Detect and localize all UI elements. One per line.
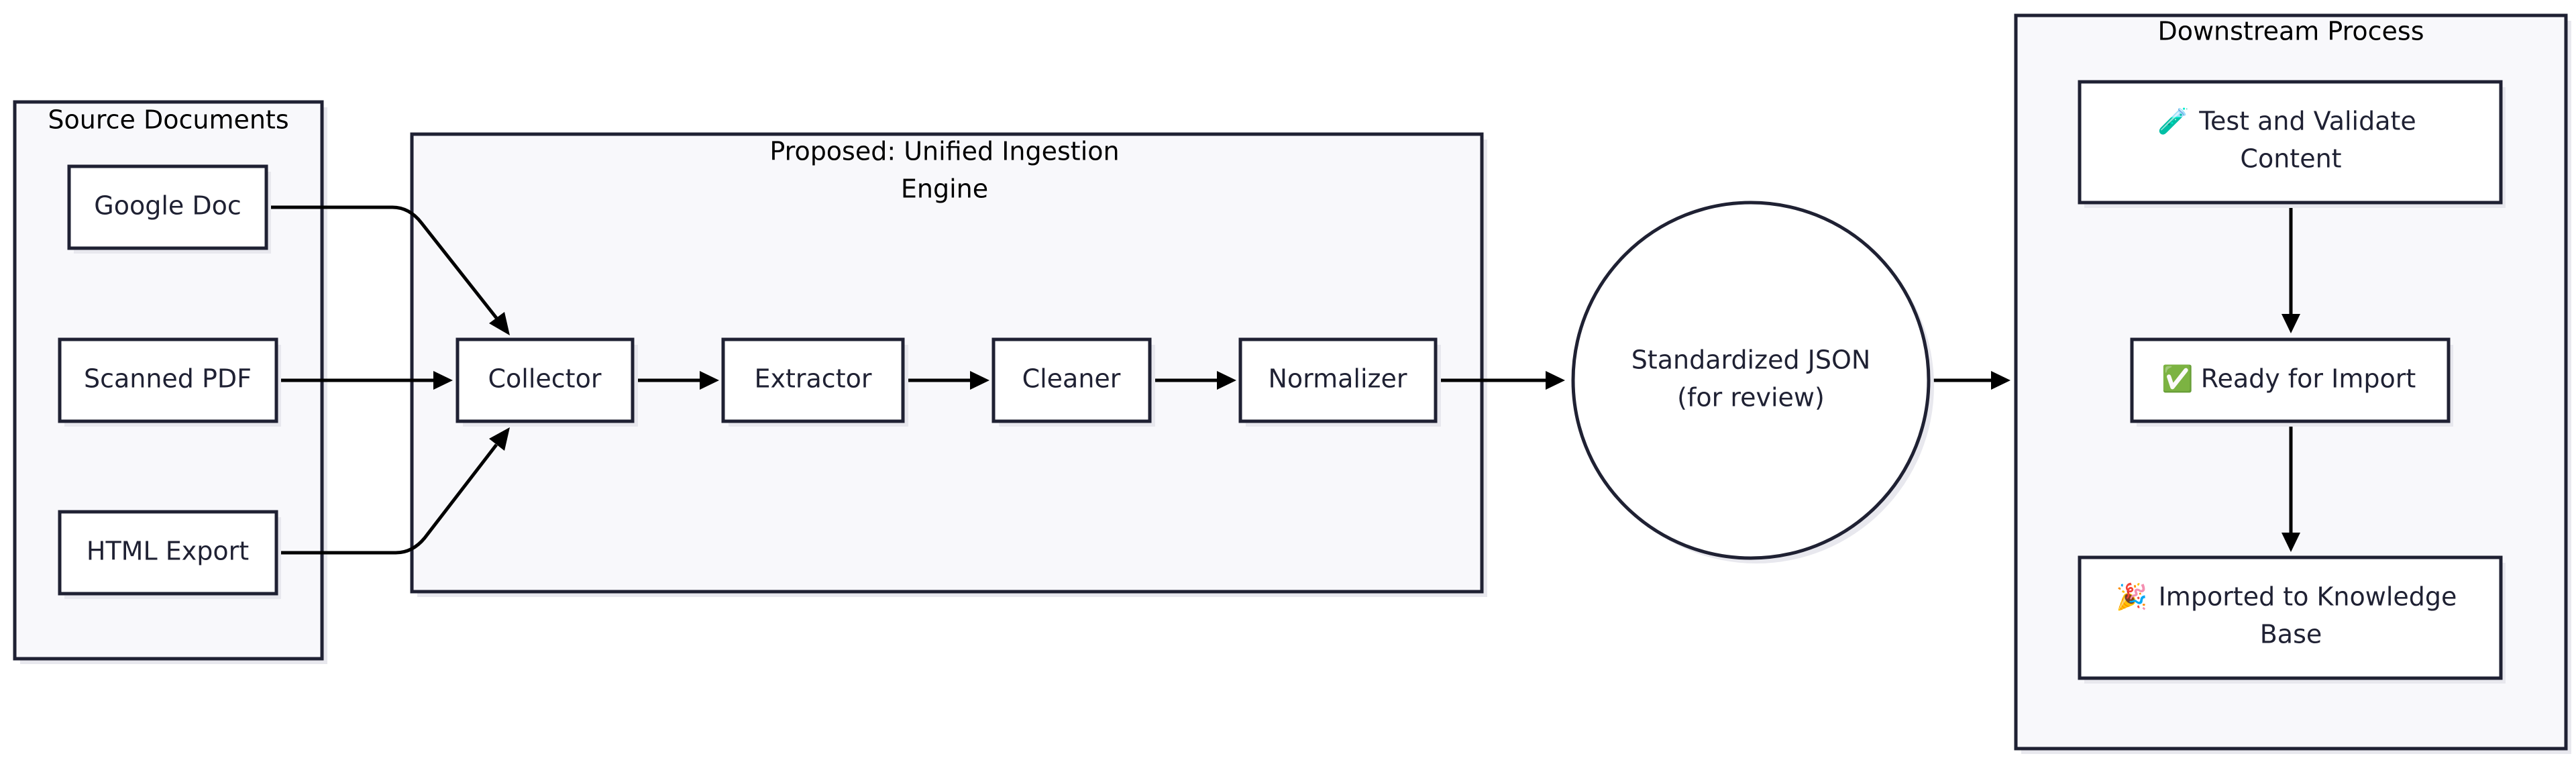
node-test-and-validate[interactable]: 🧪 Test and Validate Content bbox=[2078, 80, 2506, 208]
node-label: Cleaner bbox=[1022, 364, 1121, 394]
cluster-title-line2: Engine bbox=[901, 174, 988, 204]
party-popper-icon: 🎉 bbox=[2116, 582, 2147, 612]
node-box bbox=[721, 337, 905, 423]
node-scanned-pdf[interactable]: Scanned PDF bbox=[58, 337, 281, 427]
node-label-line2: (for review) bbox=[1677, 383, 1825, 413]
node-collector[interactable]: Collector bbox=[455, 337, 638, 427]
node-label: Normalizer bbox=[1269, 364, 1407, 394]
node-box bbox=[455, 337, 635, 423]
arrowhead bbox=[700, 371, 719, 390]
arrowhead bbox=[2282, 314, 2300, 333]
node-label: Scanned PDF bbox=[84, 364, 252, 394]
node-box bbox=[58, 337, 278, 423]
node-cleaner[interactable]: Cleaner bbox=[991, 337, 1155, 427]
test-tube-icon: 🧪 bbox=[2157, 107, 2189, 136]
node-imported-to-knowledge-base[interactable]: 🎉 Imported to Knowledge Base bbox=[2078, 555, 2506, 684]
node-google-doc[interactable]: Google Doc bbox=[67, 164, 271, 254]
edges bbox=[266, 203, 2300, 555]
node-standardized-json[interactable]: Standardized JSON (for review) bbox=[1571, 201, 1934, 563]
node-box bbox=[1238, 337, 1438, 423]
node-box bbox=[67, 164, 268, 250]
node-box bbox=[58, 510, 278, 596]
node-ready-for-import[interactable]: ✅ Ready for Import bbox=[2130, 337, 2453, 427]
node-extractor[interactable]: Extractor bbox=[721, 337, 908, 427]
node-circle bbox=[1571, 201, 1931, 560]
node-label-line1: Test and Validate bbox=[2198, 107, 2416, 136]
check-mark-button-icon: ✅ bbox=[2161, 364, 2193, 394]
arrowhead bbox=[1217, 371, 1236, 390]
node-label: Ready for Import bbox=[2201, 364, 2416, 394]
node-label: Extractor bbox=[755, 364, 872, 394]
node-box bbox=[2130, 337, 2451, 423]
cluster-title: Downstream Process bbox=[2157, 17, 2424, 46]
edge-html-export-to-collector bbox=[276, 443, 498, 555]
edge-google-doc-to-collector bbox=[266, 205, 498, 319]
arrowhead bbox=[489, 427, 510, 451]
node-label-line1: Imported to Knowledge bbox=[2159, 582, 2457, 612]
node-label-line1: Standardized JSON bbox=[1631, 345, 1871, 375]
arrowhead bbox=[1991, 371, 2010, 390]
node-box bbox=[991, 337, 1152, 423]
node-normalizer[interactable]: Normalizer bbox=[1238, 337, 1441, 427]
node-label-line2: Base bbox=[2260, 620, 2322, 649]
node-html-export[interactable]: HTML Export bbox=[58, 510, 281, 599]
node-label: Collector bbox=[488, 364, 602, 394]
arrowhead bbox=[433, 371, 453, 390]
node-label: HTML Export bbox=[87, 537, 249, 566]
node-label: Google Doc bbox=[94, 191, 241, 221]
arrowhead bbox=[489, 312, 510, 335]
node-label-line2: Content bbox=[2240, 144, 2341, 174]
cluster-title-line1: Proposed: Unified Ingestion bbox=[769, 137, 1119, 166]
arrowhead bbox=[1546, 371, 1565, 390]
node-box bbox=[2078, 555, 2503, 680]
node-box bbox=[2078, 80, 2503, 205]
arrowhead bbox=[2282, 533, 2300, 552]
arrowhead bbox=[970, 371, 989, 390]
cluster-title: Source Documents bbox=[48, 105, 288, 135]
